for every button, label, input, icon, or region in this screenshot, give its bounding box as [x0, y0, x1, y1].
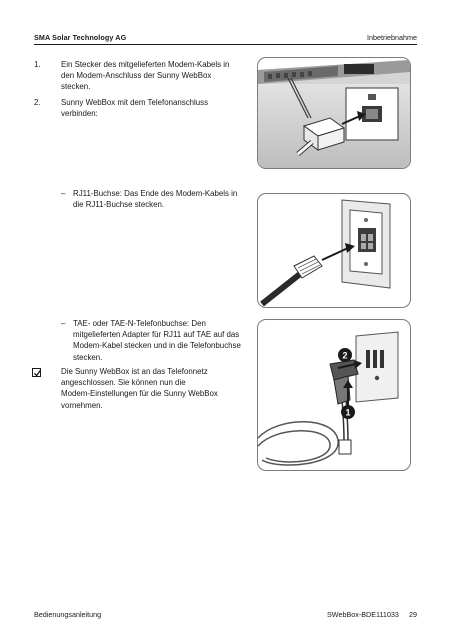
option-1-dash: –	[61, 189, 66, 198]
option-2-line-2: mitgelieferten Adapter für RJ11 auf TAE …	[73, 330, 240, 340]
header-rule	[34, 44, 417, 45]
tae-adapter-illustration: 2 1	[257, 319, 411, 471]
footer-manual: Bedienungsanleitung	[34, 610, 102, 619]
result-line-3: Modem-Einstellungen für die Sunny WebBox	[61, 389, 218, 399]
option-2-line-3: Modem-Kabel stecken und in die Telefonbu…	[73, 341, 241, 351]
checked-box-icon	[32, 368, 42, 377]
webbox-modem-port-illustration	[257, 57, 411, 169]
option-2-dash: –	[61, 319, 66, 328]
result-text: Die Sunny WebBox ist an das Telefonnetz …	[61, 366, 236, 411]
option-1-line-2: die RJ11-Buchse stecken.	[73, 200, 165, 210]
header-section: Inbetriebnahme	[367, 33, 417, 42]
callout-1: 1	[345, 408, 350, 418]
option-1-line-1: RJ11-Buchse: Das Ende des Modem-Kabels i…	[73, 189, 238, 198]
step-2-line-1: Sunny WebBox mit dem Telefonanschluss	[61, 98, 209, 107]
footer-doc-code: SWebBox-BDE111033	[327, 610, 399, 619]
rj11-wall-socket-illustration	[257, 193, 411, 308]
result-line-1: Die Sunny WebBox ist an das Telefonnetz	[61, 367, 208, 376]
footer-page-number: 29	[409, 610, 417, 619]
step-1-number: 1.	[34, 60, 41, 69]
option-2-line-1: TAE- oder TAE-N-Telefonbuchse: Den	[73, 319, 206, 328]
step-2-number: 2.	[34, 98, 41, 107]
callout-2: 2	[342, 351, 347, 361]
result-line-4: vornehmen.	[61, 400, 103, 410]
option-2-text: TAE- oder TAE-N-Telefonbuchse: Den mitge…	[73, 318, 241, 363]
option-1-text: RJ11-Buchse: Das Ende des Modem-Kabels i…	[73, 188, 241, 210]
step-2-line-2: verbinden:	[61, 109, 98, 119]
step-1-text: Ein Stecker des mitgelieferten Modem-Kab…	[61, 59, 236, 93]
step-1-line-1: Ein Stecker des mitgelieferten Modem-Kab…	[61, 60, 230, 69]
result-line-2: angeschlossen. Sie können nun die	[61, 378, 186, 388]
header-company: SMA Solar Technology AG	[34, 33, 127, 42]
option-2-line-4: stecken.	[73, 352, 103, 362]
step-1-line-3: stecken.	[61, 82, 91, 92]
step-2-text: Sunny WebBox mit dem Telefonanschluss ve…	[61, 97, 236, 119]
step-1-line-2: den Modem-Anschluss der Sunny WebBox	[61, 71, 212, 81]
